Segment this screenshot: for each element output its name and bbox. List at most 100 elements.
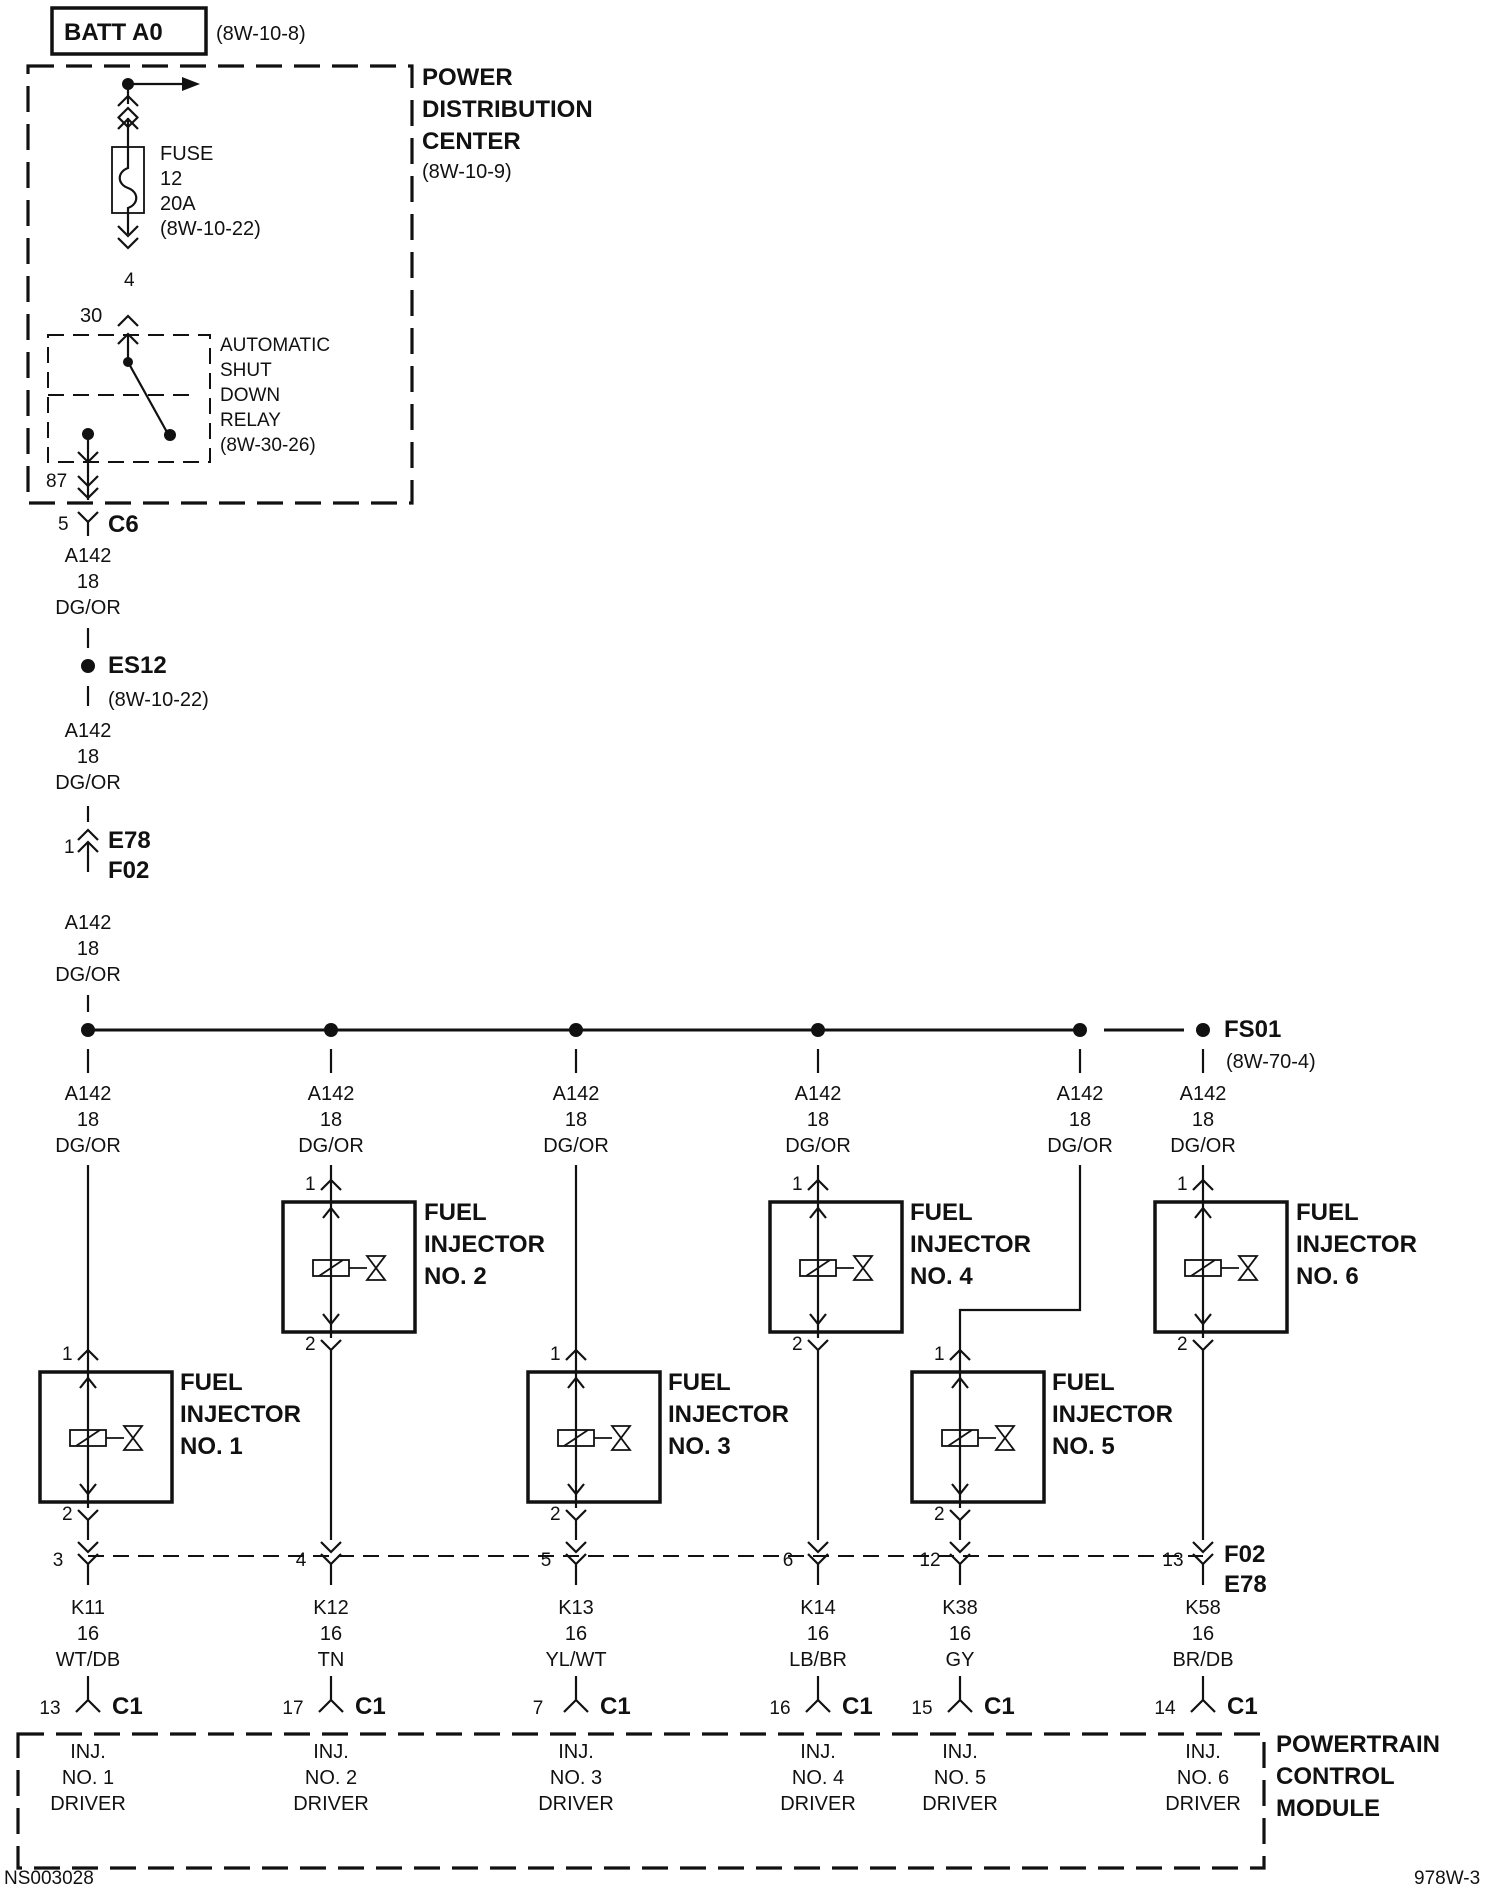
f02-label-top: F02 [108,857,149,884]
relay-boundary [47,334,211,463]
valve-icon [1237,1255,1259,1281]
injector-body [38,1370,174,1504]
valve-icon [610,1425,632,1451]
injector-label-1: FUEL [180,1369,243,1396]
wire-color: YL/WT [545,1649,606,1671]
wire-circuit-1: A142 [65,545,112,567]
feed-drop-2: A142 18 DG/OR [298,1049,364,1180]
injector-label-number: NO. 2 [424,1263,487,1290]
f02-pin: 3 [53,1550,64,1571]
injector-label-1: FUEL [1052,1369,1115,1396]
injector-body [768,1200,904,1334]
injector-pin-in: 1 [305,1174,316,1195]
svg-text:18: 18 [77,1109,99,1131]
feed-drop-6: A142 18 DG/OR [1170,1049,1236,1180]
c1-pin: 17 [282,1698,303,1719]
driver-label-3: DRIVER [1165,1793,1241,1815]
driver-label-1: INJ. [558,1741,594,1763]
relay-pin-30: 30 [80,305,102,327]
injector-pin-in: 1 [62,1344,73,1365]
splice-fs01-label: FS01 [1224,1016,1281,1043]
svg-text:DG/OR: DG/OR [1047,1135,1113,1157]
splice-fs01-ref: (8W-70-4) [1226,1051,1316,1073]
wire-color: TN [318,1649,345,1671]
relay-pin-87: 87 [46,471,67,492]
injector-label-2: INJECTOR [180,1401,301,1428]
c1-label: C1 [1227,1693,1258,1720]
splice-fs01 [1196,1023,1210,1037]
injector-label-number: NO. 3 [668,1433,731,1460]
c1-label: C1 [600,1693,631,1720]
fuse-ref: (8W-10-22) [160,218,261,240]
c1-pin: 16 [769,1698,790,1719]
valve-icon [122,1425,144,1451]
c1-label: C1 [984,1693,1015,1720]
c1-label: C1 [842,1693,873,1720]
svg-text:A142: A142 [1057,1083,1104,1105]
injector-label-2: INJECTOR [910,1231,1031,1258]
wire-gauge: 16 [807,1623,829,1645]
driver-label-3: DRIVER [293,1793,369,1815]
driver-label-3: DRIVER [780,1793,856,1815]
footer-left: NS003028 [4,1868,94,1888]
footer-right: 978W-3 [1414,1868,1480,1888]
injector-pin-out: 2 [1177,1334,1188,1355]
driver-label-2: NO. 3 [550,1767,602,1789]
batt-ref: (8W-10-8) [216,23,306,45]
c1-pin: 15 [911,1698,932,1719]
wire-gauge: 16 [949,1623,971,1645]
svg-text:DG/OR: DG/OR [298,1135,364,1157]
wire-color: WT/DB [56,1649,120,1671]
driver-label-2: NO. 2 [305,1767,357,1789]
injector-label-1: FUEL [668,1369,731,1396]
c1-label: C1 [355,1693,386,1720]
injector-pin-out: 2 [792,1334,803,1355]
wire-gauge-1: 18 [77,571,99,593]
wire-circuit-3: A142 [65,912,112,934]
injector-pin-in: 1 [550,1344,561,1365]
pcm-label-2: CONTROL [1276,1763,1395,1790]
e78-label: E78 [108,827,151,854]
injector-label-2: INJECTOR [1296,1231,1417,1258]
svg-text:A142: A142 [553,1083,600,1105]
injector-body [281,1200,417,1334]
relay-label-2: SHUT [220,360,272,381]
wire-circuit: K11 [71,1597,105,1619]
wire-gauge-3: 18 [77,938,99,960]
svg-text:18: 18 [320,1109,342,1131]
wire-color-3: DG/OR [55,964,121,986]
relay-label-1: AUTOMATIC [220,335,330,356]
driver-label-1: INJ. [313,1741,349,1763]
f02-pin: 4 [296,1550,307,1571]
svg-text:A142: A142 [65,1083,112,1105]
pdc-label-2: DISTRIBUTION [422,96,593,123]
pdc-boundary [26,64,414,505]
injector-label-number: NO. 5 [1052,1433,1115,1460]
fuse-pin: 4 [124,270,135,291]
wire-color-2: DG/OR [55,772,121,794]
feed-drop-3: A142 18 DG/OR [543,1049,609,1350]
wire-gauge-2: 18 [77,746,99,768]
wire-circuit: K38 [942,1597,978,1619]
f02-label: F02 [1224,1541,1265,1568]
relay-switch-arm [127,361,169,435]
pdc-label-3: CENTER [422,128,521,155]
injector-pin-in: 1 [1177,1174,1188,1195]
driver-label-3: DRIVER [922,1793,998,1815]
svg-text:A142: A142 [1180,1083,1227,1105]
svg-text:DG/OR: DG/OR [785,1135,851,1157]
batt-box: BATT A0 [50,6,208,56]
f02-pin: 6 [783,1550,794,1571]
wire-color: GY [946,1649,975,1671]
c6-pin: 5 [58,514,69,535]
svg-text:18: 18 [1192,1109,1214,1131]
wire-circuit: K14 [800,1597,836,1619]
